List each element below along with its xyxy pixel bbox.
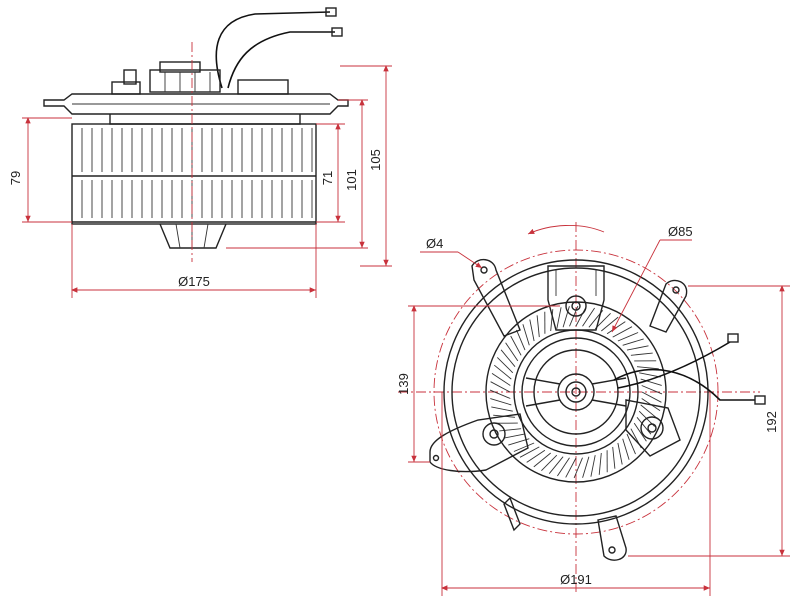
blade-line: [641, 391, 662, 403]
blade-line: [491, 406, 513, 412]
blade-line: [548, 456, 564, 474]
blade-line: [516, 329, 526, 351]
dim-139-label: 139: [396, 373, 411, 395]
blade-line: [612, 326, 633, 338]
blade-line: [489, 389, 511, 399]
blade-line: [490, 398, 512, 406]
blade-line: [626, 345, 649, 351]
blade-line: [630, 352, 653, 356]
blade-line: [522, 324, 530, 346]
blade-line: [510, 335, 522, 356]
blade-line: [499, 428, 522, 432]
blade-line: [622, 438, 630, 460]
blade-line: [617, 442, 623, 465]
dim-101-label: 101: [344, 169, 359, 191]
impeller-blades-bottom: [81, 180, 313, 218]
blade-line: [557, 457, 570, 477]
blade-line: [505, 342, 519, 362]
dim-175-label: Ø175: [178, 274, 210, 289]
side-view: 79 71 101 105 Ø175: [8, 7, 392, 298]
blade-line: [582, 307, 595, 327]
blade-line: [601, 316, 619, 332]
blade-line: [550, 309, 554, 332]
blade-line: [617, 332, 639, 342]
blade-line: [582, 456, 590, 478]
blade-line: [536, 315, 540, 338]
dim-79-label: 79: [8, 171, 23, 185]
blade-line: [533, 452, 551, 468]
blade-line: [594, 312, 611, 330]
blade-line: [573, 457, 583, 479]
blade-line: [641, 385, 663, 395]
blade-line: [633, 422, 647, 442]
blade-line: [565, 457, 577, 478]
blade-line: [494, 364, 512, 380]
impeller-blades-top: [81, 128, 313, 172]
dim-71-label: 71: [320, 171, 335, 185]
blade-line: [541, 454, 558, 472]
blade-line: [640, 378, 662, 386]
blade-line: [636, 366, 659, 370]
blade-line: [491, 373, 511, 386]
blade-line: [556, 307, 562, 329]
blade-line: [519, 446, 540, 458]
blade-line: [612, 446, 616, 469]
impeller-blades-front: [489, 305, 663, 479]
blade-line: [626, 433, 636, 455]
blade-line: [529, 319, 535, 342]
blade-line: [622, 338, 644, 346]
dim-4-label: Ø4: [426, 236, 443, 251]
dim-105-label: 105: [368, 149, 383, 171]
blade-line: [526, 449, 546, 463]
blade-line: [562, 306, 570, 328]
dim-85-label: Ø85: [668, 224, 693, 239]
blade-line: [598, 452, 602, 475]
dim-192-label: 192: [764, 411, 779, 433]
dim-191-label: Ø191: [560, 572, 592, 587]
blade-line: [636, 417, 652, 435]
blade-line: [590, 455, 596, 477]
blade-line: [513, 442, 535, 452]
blade-line: [496, 357, 514, 374]
blade-line: [503, 433, 526, 439]
blade-line: [640, 404, 658, 420]
rotation-arrow-icon: [527, 224, 605, 235]
front-view: Ø4 Ø85 139 192 Ø191: [396, 222, 790, 596]
blade-line: [490, 381, 511, 393]
blade-line: [500, 349, 516, 367]
